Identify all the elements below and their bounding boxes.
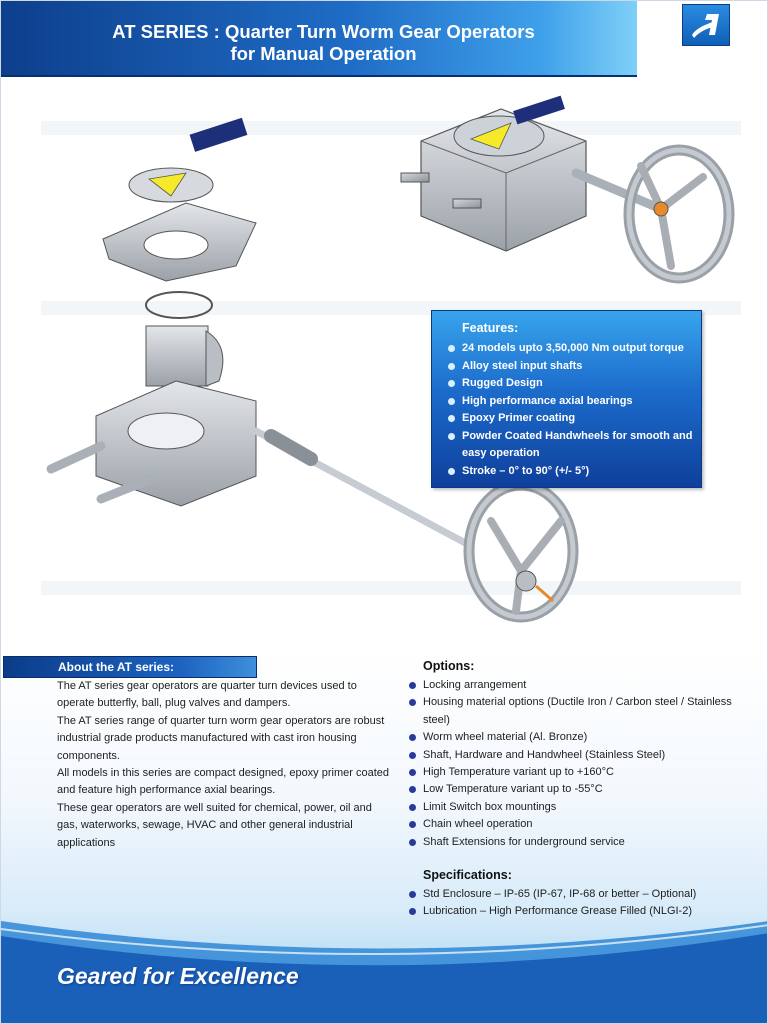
bullet-icon [448, 397, 455, 405]
feature-item-text: High performance axial bearings [462, 394, 633, 407]
features-list: 24 models upto 3,50,000 Nm output torque… [446, 340, 698, 480]
option-item: Worm wheel material (Al. Bronze) [409, 729, 749, 746]
bullet-icon [409, 838, 416, 846]
option-item-text: Chain wheel operation [423, 818, 533, 831]
bullet-icon [409, 734, 416, 742]
option-item: Chain wheel operation [409, 816, 749, 833]
about-paragraph: The AT series range of quarter turn worm… [57, 714, 385, 762]
feature-item-text: Stroke – 0° to 90° (+/- 5°) [462, 464, 590, 477]
specifications-title: Specifications: [423, 868, 512, 882]
bullet-icon [448, 380, 455, 387]
specification-item: Std Enclosure – IP-65 (IP-67, IP-68 or b… [409, 886, 759, 903]
feature-item-text: Rugged Design [462, 377, 543, 389]
option-item-text: Limit Switch box mountings [423, 800, 557, 813]
option-item: Shaft Extensions for underground service [409, 834, 749, 851]
specifications-list: Std Enclosure – IP-65 (IP-67, IP-68 or b… [409, 886, 759, 921]
bullet-icon [448, 345, 455, 352]
about-paragraph: All models in this series are compact de… [57, 767, 389, 797]
about-text: The AT series gear operators are quarter… [57, 678, 393, 852]
feature-item: Stroke – 0° to 90° (+/- 5°) [446, 463, 698, 481]
option-item-text: Housing material options (Ductile Iron /… [423, 696, 732, 726]
option-item-text: Shaft Extensions for underground service [423, 835, 625, 848]
gear-operator-illustration [41, 95, 741, 623]
option-item: Limit Switch box mountings [409, 799, 749, 816]
bullet-icon [448, 362, 455, 370]
bullet-icon [409, 682, 416, 689]
exploded-gear-operator [46, 117, 579, 623]
option-item-text: Worm wheel material (Al. Bronze) [423, 731, 588, 744]
specification-item: Lubrication – High Performance Grease Fi… [409, 903, 759, 920]
option-item-text: Locking arrangement [423, 679, 527, 691]
bullet-icon [409, 891, 416, 898]
bullet-icon [448, 467, 455, 475]
about-title: About the AT series: [58, 660, 175, 674]
feature-item: Alloy steel input shafts [446, 358, 698, 376]
feature-item: 24 models upto 3,50,000 Nm output torque [446, 340, 698, 358]
company-logo [682, 4, 730, 46]
page-title: AT SERIES : Quarter Turn Worm Gear Opera… [1, 21, 646, 65]
feature-item: Rugged Design [446, 375, 698, 393]
specification-item-text: Std Enclosure – IP-65 (IP-67, IP-68 or b… [423, 888, 697, 900]
bullet-icon [409, 803, 416, 811]
company-logo-icon [692, 14, 719, 38]
feature-item-text: Epoxy Primer coating [462, 412, 576, 424]
footer-swoosh [1, 921, 767, 1023]
option-item-text: Shaft, Hardware and Handwheel (Stainless… [423, 748, 666, 761]
bullet-icon [448, 415, 455, 422]
bullet-icon [409, 821, 416, 829]
option-item: Locking arrangement [409, 677, 749, 694]
about-heading-bar: About the AT series: [3, 656, 257, 678]
option-item: High Temperature variant up to +160°C [409, 764, 749, 781]
feature-item-text: Powder Coated Handwheels for smooth and … [462, 429, 693, 460]
page-title-line2: for Manual Operation [230, 43, 417, 64]
option-item-text: Low Temperature variant up to -55°C [423, 783, 603, 796]
page-title-line1: AT SERIES : Quarter Turn Worm Gear Opera… [112, 21, 535, 42]
feature-item: High performance axial bearings [446, 393, 698, 411]
feature-item-text: 24 models upto 3,50,000 Nm output torque [462, 342, 684, 354]
bullet-icon [409, 751, 416, 759]
tagline: Geared for Excellence [57, 963, 299, 989]
options-list: Locking arrangement Housing material opt… [409, 677, 749, 851]
options-title: Options: [423, 659, 475, 673]
bullet-icon [409, 699, 416, 707]
option-item: Housing material options (Ductile Iron /… [409, 694, 749, 729]
option-item-text: High Temperature variant up to +160°C [423, 766, 615, 779]
bullet-icon [409, 908, 416, 916]
option-item: Low Temperature variant up to -55°C [409, 781, 749, 798]
feature-item: Powder Coated Handwheels for smooth and … [446, 428, 698, 463]
bullet-icon [409, 786, 416, 794]
header-banner: AT SERIES : Quarter Turn Worm Gear Opera… [1, 1, 637, 77]
features-title: Features: [462, 321, 519, 335]
feature-item: Epoxy Primer coating [446, 410, 698, 428]
assembled-gear-operator [400, 95, 735, 284]
about-paragraph: These gear operators are well suited for… [57, 801, 372, 849]
bullet-icon [409, 769, 416, 777]
option-item: Shaft, Hardware and Handwheel (Stainless… [409, 747, 749, 764]
bullet-icon [448, 432, 455, 440]
features-panel: Features: 24 models upto 3,50,000 Nm out… [431, 310, 702, 488]
feature-item-text: Alloy steel input shafts [462, 359, 583, 372]
about-paragraph: The AT series gear operators are quarter… [57, 680, 357, 710]
specification-item-text: Lubrication – High Performance Grease Fi… [423, 905, 693, 918]
